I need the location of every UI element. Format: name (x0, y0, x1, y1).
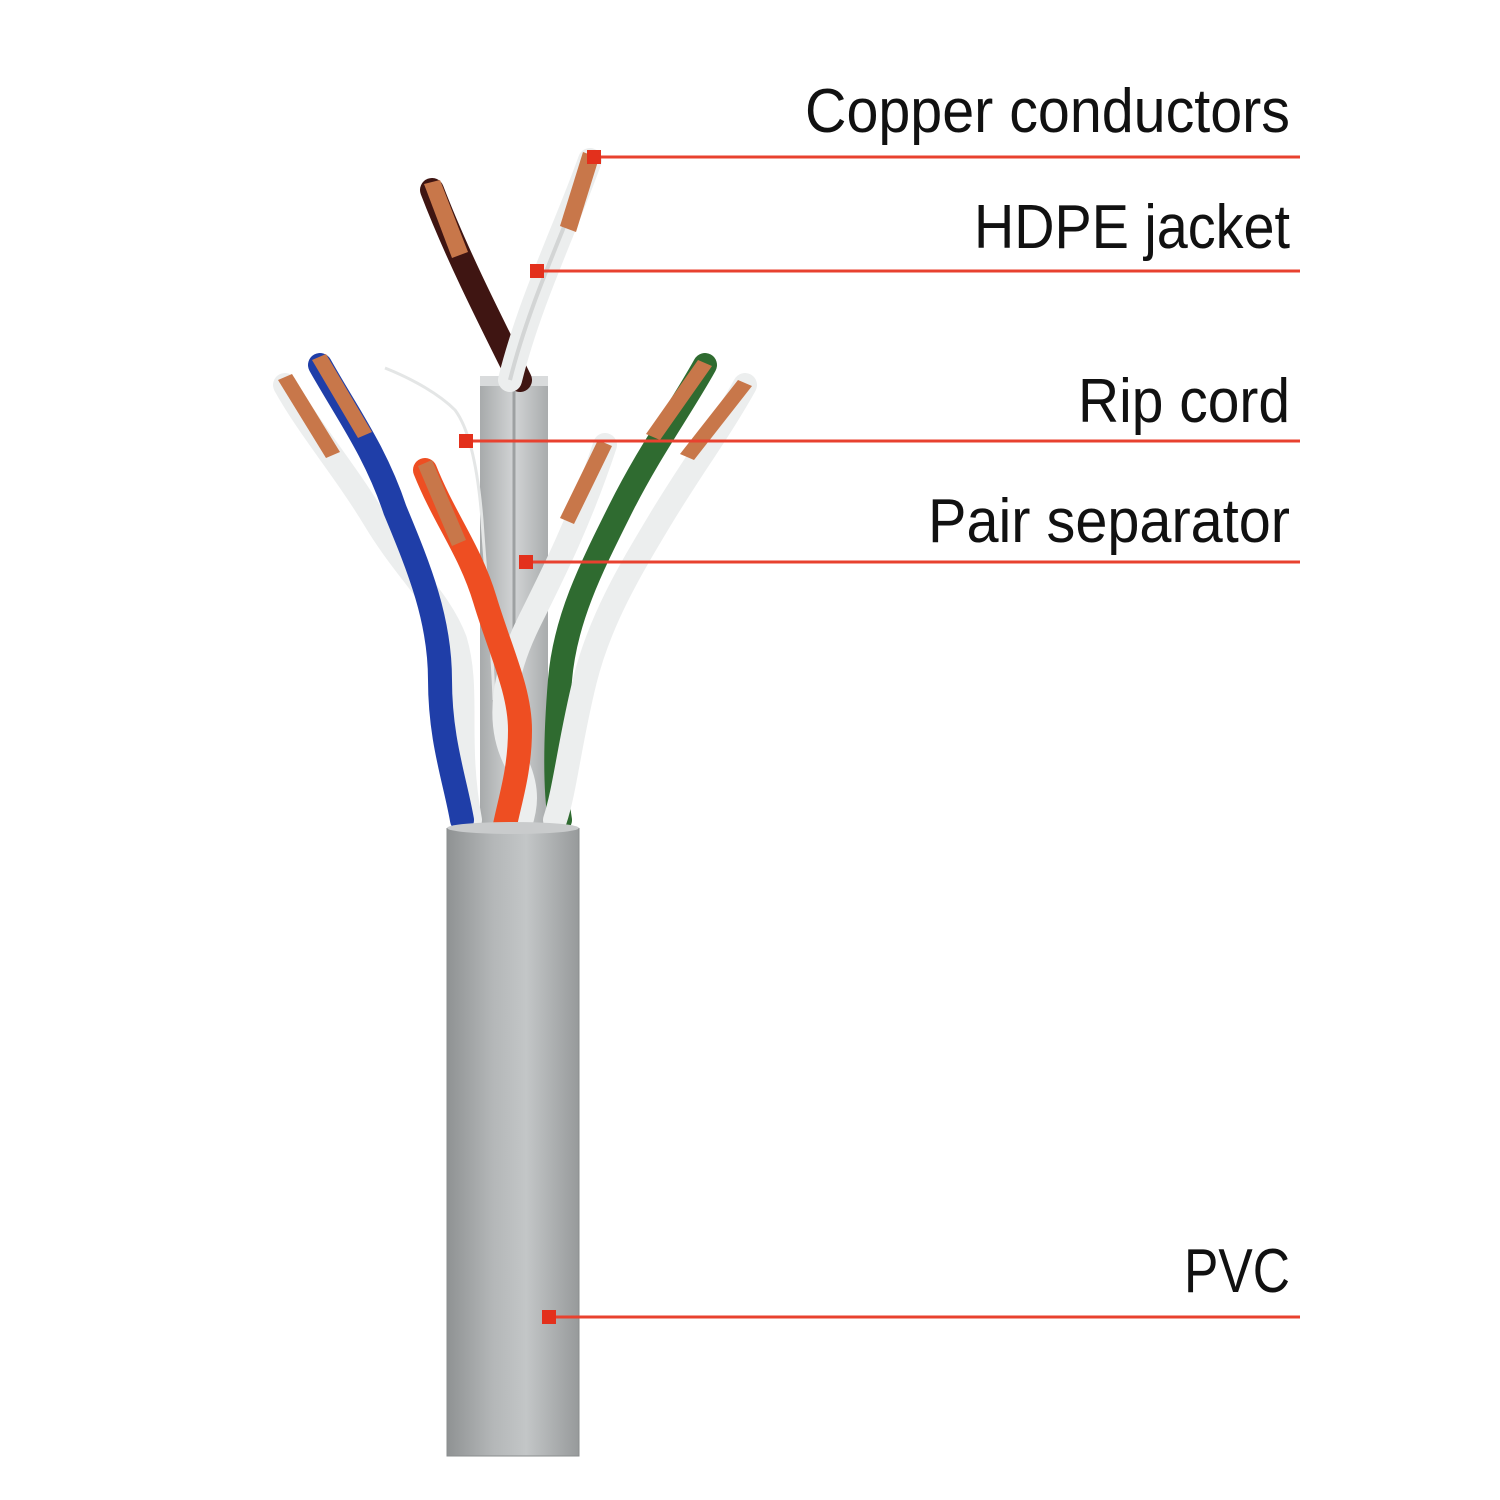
label-copper-conductors: Copper conductors (805, 77, 1290, 146)
callout-labels: Copper conductors HDPE jacket Rip cord P… (805, 77, 1290, 1306)
callout-marker-hdpe-jacket (530, 264, 544, 278)
cable-illustration (273, 148, 757, 1457)
label-pair-separator: Pair separator (928, 487, 1290, 556)
callout-marker-pvc (542, 1310, 556, 1324)
callout-lines (459, 150, 1300, 1324)
label-rip-cord: Rip cord (1078, 367, 1290, 436)
copper-tips (278, 152, 752, 546)
label-pvc: PVC (1184, 1237, 1290, 1306)
callout-marker-pair-separator (519, 555, 533, 569)
label-hdpe-jacket: HDPE jacket (974, 193, 1290, 262)
callout-marker-copper-conductors (587, 150, 601, 164)
pvc-outer-sheath (446, 822, 580, 1457)
callout-marker-rip-cord (459, 434, 473, 448)
